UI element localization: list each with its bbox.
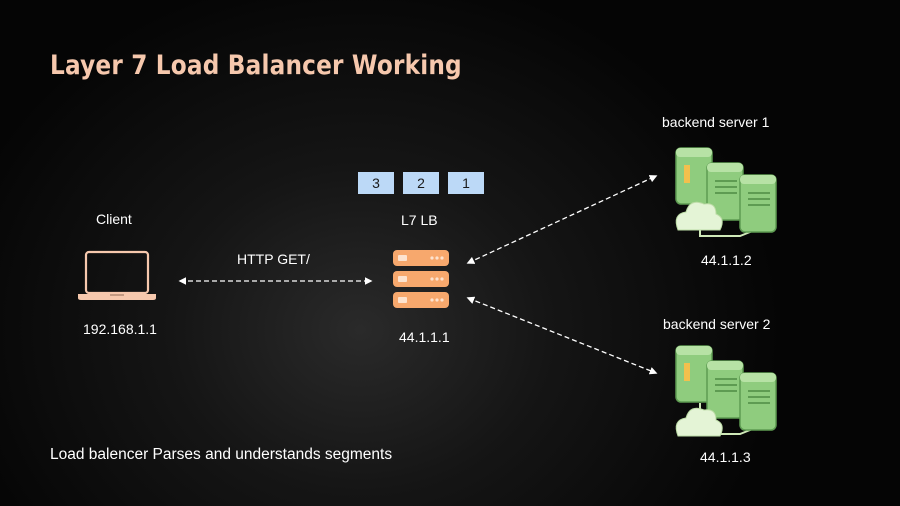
server-2-icon [675,345,777,437]
server-1-ip: 44.1.1.2 [701,252,752,268]
laptop-icon [78,250,156,300]
lb-server-2-arrow [466,296,658,375]
load-balancer-label: L7 LB [401,212,438,228]
load-balancer-icon [393,250,449,308]
server-2-ip: 44.1.1.3 [700,449,751,465]
server-2-label: backend server 2 [663,316,771,332]
queue-item: 2 [403,172,439,194]
request-label: HTTP GET/ [237,251,310,267]
server-1-label: backend server 1 [662,114,770,130]
footer-caption: Load balencer Parses and understands seg… [50,446,393,463]
queue-item: 3 [358,172,394,194]
lb-server-1-arrow [466,175,658,264]
page-title: Layer 7 Load Balancer Working [50,50,462,81]
load-balancer-ip: 44.1.1.1 [399,329,450,345]
client-ip: 192.168.1.1 [83,321,157,337]
server-1-icon [675,147,777,237]
client-label: Client [96,211,132,227]
